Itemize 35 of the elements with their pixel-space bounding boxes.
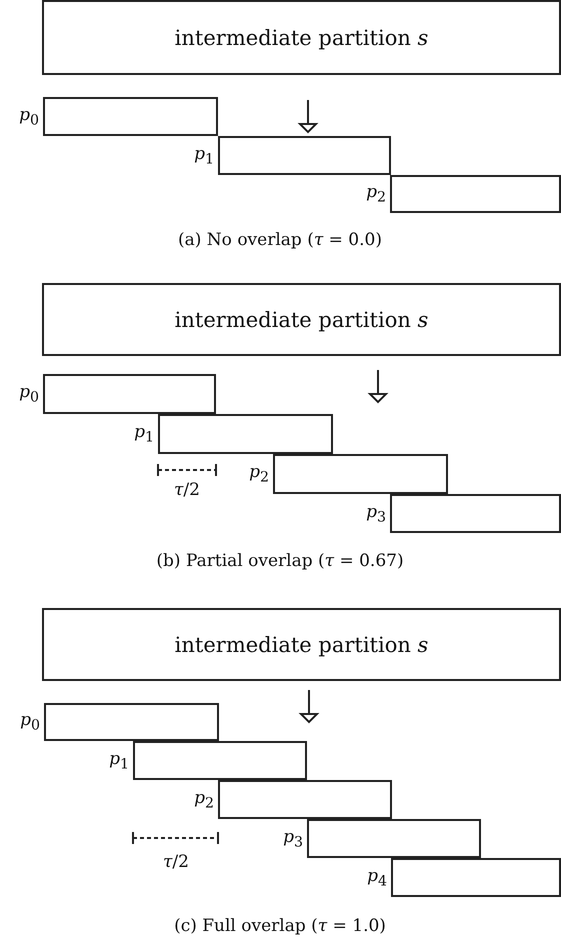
partition-box xyxy=(273,454,448,494)
partition-box xyxy=(390,175,561,213)
partition-box xyxy=(42,0,561,75)
partition-box xyxy=(44,703,219,741)
partition-box xyxy=(307,819,481,858)
figure-caption: (b) Partial overlap (τ = 0.67) xyxy=(156,551,404,571)
partition-label: p$_{0}$ xyxy=(19,382,39,406)
partition-box xyxy=(218,136,391,175)
dimension-label: τ/2 xyxy=(174,480,200,500)
partition-label: p$_{0}$ xyxy=(19,104,39,128)
partition-label: p$_{3}$ xyxy=(283,826,303,850)
partition-label: p$_{4}$ xyxy=(367,866,387,889)
partition-label: p$_{3}$ xyxy=(366,502,386,525)
partition-box xyxy=(390,494,561,533)
partition-title: intermediate partition s xyxy=(174,308,428,332)
partition-box xyxy=(133,741,307,780)
partition-box xyxy=(42,608,561,681)
partition-box xyxy=(43,374,216,414)
partition-box xyxy=(42,283,561,356)
partition-label: p$_{1}$ xyxy=(194,144,214,167)
partition-title: intermediate partition s xyxy=(174,26,428,50)
partition-label: p$_{1}$ xyxy=(109,748,129,772)
partition-box xyxy=(391,858,561,897)
partition-label: p$_{2}$ xyxy=(366,182,386,206)
partition-label: p$_{0}$ xyxy=(20,710,40,734)
partition-box xyxy=(218,780,392,819)
partition-label: p$_{1}$ xyxy=(134,422,154,446)
partition-label: p$_{2}$ xyxy=(249,462,269,486)
partition-box xyxy=(158,414,333,454)
partition-box xyxy=(43,97,218,136)
partition-label: p$_{2}$ xyxy=(194,788,214,811)
dimension-label: τ/2 xyxy=(163,852,189,872)
figure-caption: (a) No overlap (τ = 0.0) xyxy=(178,230,382,250)
figure-caption: (c) Full overlap (τ = 1.0) xyxy=(174,916,386,936)
partition-title: intermediate partition s xyxy=(174,632,428,656)
